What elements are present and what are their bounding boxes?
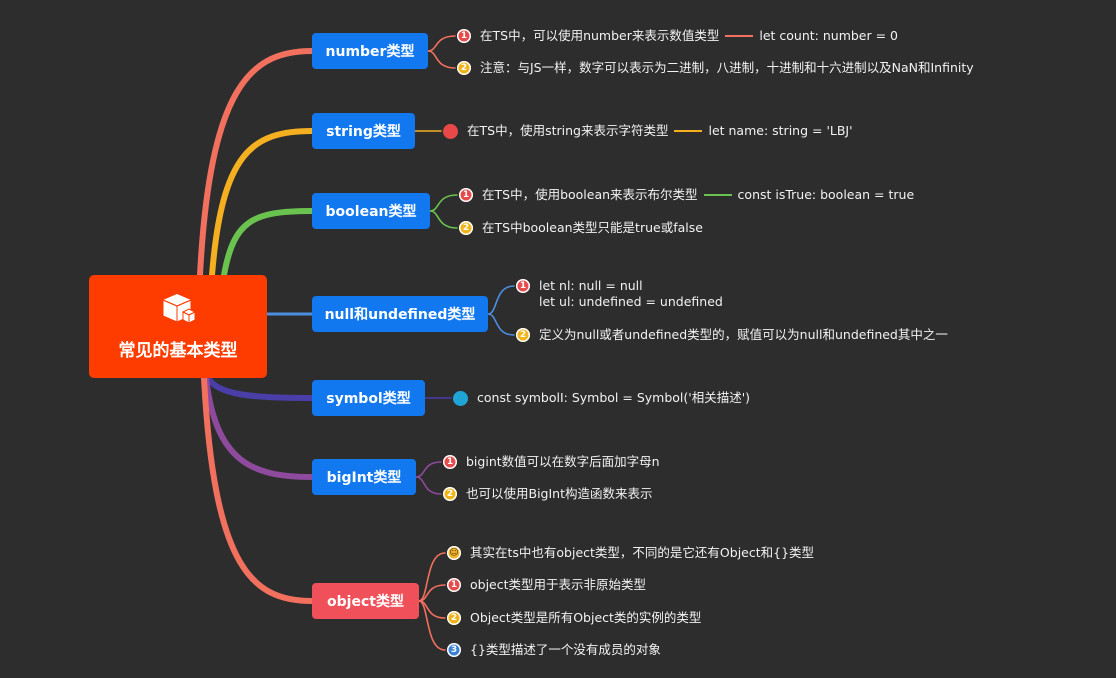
number-badge-icon: 2 [516, 328, 530, 342]
number-badge-icon: 3 [447, 643, 461, 657]
leaf-text: bigint数值可以在数字后面加字母n [466, 454, 660, 469]
leaf-text: 定义为null或者undefined类型的，赋值可以为null和undefine… [539, 327, 948, 342]
leaf-object-4[interactable]: 3 {}类型描述了一个没有成员的对象 [447, 642, 661, 658]
leaf-symbol-1[interactable]: const symbolI: Symbol = Symbol('相关描述') [453, 390, 750, 406]
topic-string[interactable]: string类型 [312, 113, 415, 149]
leaf-connector-null-undefined-0 [487, 285, 515, 315]
bullet-icon [453, 391, 468, 406]
branch-bigint [203, 375, 315, 480]
topic-symbol[interactable]: symbol类型 [312, 380, 425, 416]
number-badge-icon: 2 [443, 487, 457, 501]
leaf-line: let ul: undefined = undefined [539, 294, 723, 309]
leaf-bigint-1[interactable]: 1 bigint数值可以在数字后面加字母n [443, 454, 660, 470]
leaf-text: 在TS中，使用boolean来表示布尔类型 [482, 187, 698, 202]
number-badge-icon: 1 [516, 279, 530, 293]
leaf-boolean-1[interactable]: 1 在TS中，使用boolean来表示布尔类型 const isTrue: bool… [459, 187, 914, 203]
code-connector [703, 194, 732, 196]
root-title: 常见的基本类型 [118, 341, 238, 361]
topic-null-undefined[interactable]: null和undefined类型 [312, 296, 488, 332]
leaf-line: let nl: null = null [539, 278, 643, 293]
leaf-text: Object类型是所有Object类的实例的类型 [470, 610, 702, 625]
bullet-icon [443, 124, 458, 139]
leaf-connector-boolean-0 [429, 194, 458, 212]
number-badge-icon: 2 [459, 221, 473, 235]
leaf-boolean-2[interactable]: 2 在TS中boolean类型只能是true或false [459, 220, 703, 236]
number-badge-icon: 2 [447, 611, 461, 625]
code-example[interactable]: let name: string = 'LBJ' [708, 123, 853, 138]
leaf-connector-bigint-1 [415, 476, 442, 495]
leaf-connector-object-3 [418, 600, 446, 651]
number-badge-icon: 1 [443, 455, 457, 469]
leaf-object-1[interactable]: ☺ 其实在ts中也有object类型，不同的是它还有Object和{}类型 [447, 545, 814, 561]
leaf-text: 其实在ts中也有object类型，不同的是它还有Object和{}类型 [470, 545, 815, 560]
branch-object [201, 375, 315, 604]
smiley-icon: ☺ [447, 546, 461, 560]
leaf-text: 在TS中，可以使用number来表示数值类型 [480, 28, 720, 43]
leaf-text: object类型用于表示非原始类型 [470, 577, 647, 592]
leaf-number-1[interactable]: 1 在TS中，可以使用number来表示数值类型 let count: number… [457, 28, 898, 44]
leaf-bigint-2[interactable]: 2 也可以使用BigInt构造函数来表示 [443, 486, 653, 502]
leaf-text: 在TS中boolean类型只能是true或false [482, 220, 703, 235]
leaf-connector-number-1 [427, 50, 456, 69]
root-node[interactable]: 常见的基本类型 [89, 275, 267, 378]
leaf-string-1[interactable]: 在TS中，使用string来表示字符类型 let name: string = '… [443, 123, 853, 139]
code-example[interactable]: let count: number = 0 [759, 28, 899, 43]
topic-bigint[interactable]: bigInt类型 [312, 459, 416, 495]
number-badge-icon: 1 [459, 188, 473, 202]
branch-string [209, 128, 315, 278]
leaf-connector-object-0 [418, 552, 446, 602]
topic-number[interactable]: number类型 [312, 33, 428, 69]
branch-boolean [221, 208, 315, 278]
leaf-object-2[interactable]: 1 object类型用于表示非原始类型 [447, 577, 646, 593]
leaf-number-2[interactable]: 2 注意：与JS一样，数字可以表示为二进制，八进制，十进制和十六进制以及NaN和I… [457, 60, 974, 76]
leaf-object-3[interactable]: 2 Object类型是所有Object类的实例的类型 [447, 610, 701, 626]
topic-object[interactable]: object类型 [312, 583, 419, 619]
number-badge-icon: 1 [447, 578, 461, 592]
topic-boolean[interactable]: boolean类型 [312, 193, 430, 229]
leaf-text: 在TS中，使用string来表示字符类型 [467, 123, 669, 138]
leaf-null-undefined-2[interactable]: 2 定义为null或者undefined类型的，赋值可以为null和undefin… [516, 327, 948, 343]
number-badge-icon: 1 [457, 29, 471, 43]
leaf-text: const symbolI: Symbol = Symbol('相关描述') [477, 390, 751, 405]
leaf-connector-number-0 [427, 35, 456, 52]
leaf-connector-null-undefined-1 [487, 313, 515, 336]
code-connector [674, 130, 703, 132]
leaf-connector-boolean-1 [429, 210, 458, 229]
leaf-text: 注意：与JS一样，数字可以表示为二进制，八进制，十进制和十六进制以及NaN和In… [480, 60, 974, 75]
number-badge-icon: 2 [457, 61, 471, 75]
leaf-text: {}类型描述了一个没有成员的对象 [470, 642, 661, 657]
code-example[interactable]: const isTrue: boolean = true [737, 187, 915, 202]
leaf-connector-bigint-0 [415, 461, 442, 478]
branch-number [197, 48, 315, 278]
cube-icon [162, 294, 197, 324]
code-connector [725, 35, 754, 37]
leaf-text: 也可以使用BigInt构造函数来表示 [466, 486, 653, 501]
branch-symbol [205, 375, 315, 401]
